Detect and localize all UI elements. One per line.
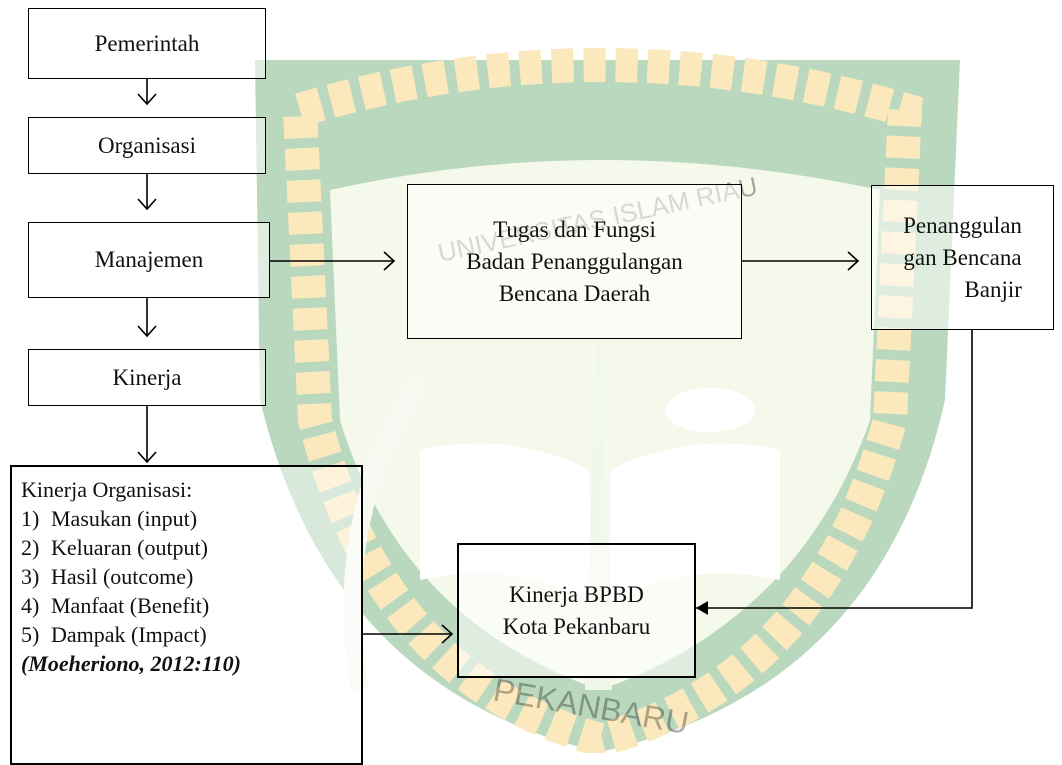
label-manajemen: Manajemen xyxy=(94,247,204,272)
connector-penanggulangan-bpbd xyxy=(696,330,973,609)
box-kinerja-bpbd: Kinerja BPBD Kota Pekanbaru xyxy=(457,543,696,678)
box-pemerintah: Pemerintah xyxy=(28,8,266,79)
box-tugas-fungsi: Tugas dan Fungsi Badan Penanggulangan Be… xyxy=(407,184,742,339)
box-penanggulangan: Penanggulan gan Bencana Banjir xyxy=(871,185,1054,330)
label-penanggulangan-line-1: Penanggulan xyxy=(903,212,1022,238)
list-item-text: Hasil (outcome) xyxy=(51,564,194,589)
citation: (Moeheriono, 2012:110) xyxy=(21,651,241,676)
list-item: 3) Hasil (outcome) xyxy=(21,562,361,591)
label-bpbd-line-2: Kota Pekanbaru xyxy=(502,613,651,639)
list-item: 4) Manfaat (Benefit) xyxy=(21,591,361,620)
list-item-text: Keluaran (output) xyxy=(51,535,208,560)
label-tugas-line-1: Tugas dan Fungsi xyxy=(493,216,656,242)
list-item-number: 5) xyxy=(21,622,40,647)
box-manajemen: Manajemen xyxy=(28,222,270,298)
label-bpbd-line-1: Kinerja BPBD xyxy=(509,581,644,607)
label-organisasi: Organisasi xyxy=(98,132,196,158)
label-penanggulangan-line-3: Banjir xyxy=(964,276,1022,302)
list-item: 1) Masukan (input) xyxy=(21,504,361,533)
kinerja-organisasi-title: Kinerja Organisasi: xyxy=(21,477,193,502)
box-organisasi: Organisasi xyxy=(28,117,266,174)
label-tugas-line-2: Badan Penanggulangan xyxy=(466,248,683,274)
box-kinerja: Kinerja xyxy=(28,349,266,406)
label-kinerja: Kinerja xyxy=(112,364,182,390)
list-item-text: Dampak (Impact) xyxy=(51,622,207,647)
label-tugas-line-3: Bencana Daerah xyxy=(498,280,651,306)
box-kinerja-organisasi: Kinerja Organisasi: 1) Masukan (input) 2)… xyxy=(10,465,363,765)
label-penanggulangan-line-2: gan Bencana xyxy=(903,244,1022,270)
list-item-number: 2) xyxy=(21,535,40,560)
emblem-cloud xyxy=(665,388,755,432)
list-item-number: 4) xyxy=(21,593,40,618)
list-item: 2) Keluaran (output) xyxy=(21,533,361,562)
label-pemerintah: Pemerintah xyxy=(94,30,200,56)
list-item: 5) Dampak (Impact) xyxy=(21,620,361,649)
arrowhead-into-bpbd xyxy=(696,601,708,615)
list-item-text: Manfaat (Benefit) xyxy=(51,593,210,618)
watermark-bottom-text: PEKANBARU xyxy=(491,671,692,741)
list-item-number: 1) xyxy=(21,506,40,531)
list-item-text: Masukan (input) xyxy=(51,506,198,531)
list-item-number: 3) xyxy=(21,564,40,589)
